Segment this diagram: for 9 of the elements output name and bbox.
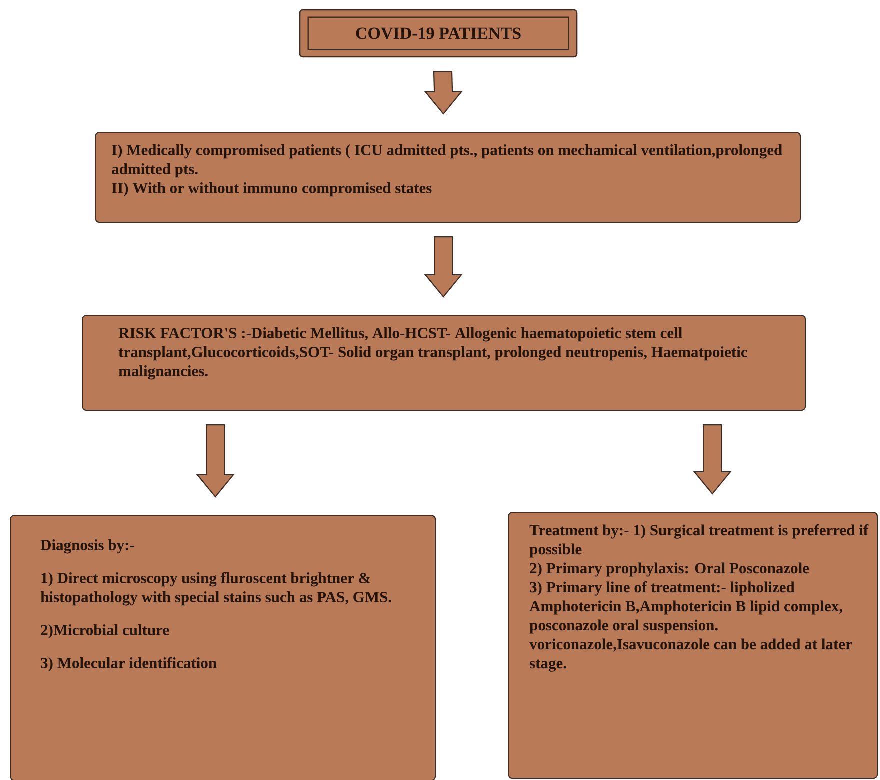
process-box: Diagnosis by:- 1) Direct microscopy using fluroscent brightner & histopathology with special stains such as PAS, GMS. 2)Microbial culture 3) Molecular identification: [10, 515, 436, 780]
block-arrow: [424, 236, 463, 298]
process-box: RISK FACTOR'S :-Diabetic Mellitus, Allo-HCST- Allogenic haematopoietic stem cell transplant,Glucocorticoids,SOT- Solid organ transplant, prolonged neutropenis, Haematpoietic malignancies.: [82, 315, 806, 412]
block-arrow: [424, 71, 463, 115]
block-arrow: [693, 424, 732, 495]
title-box: COVID-19 PATIENTS: [299, 9, 578, 58]
block-arrow: [196, 424, 235, 498]
process-box: I) Medically compromised patients ( ICU admitted pts., patients on mechamical ventilation,prolonged admitted pts. II) With or without immuno compromised states: [95, 132, 802, 224]
process-box: Treatment by:- 1) Surgical treatment is preferred if possible 2) Primary prophylaxis: Oral Posconazole 3) Primary line of treatment:- lipholized Amphotericin B,Amphotericin B lipid complex, posconazole oral suspension. voriconazole,Isavuconazole can be added at later stage.: [508, 512, 878, 780]
